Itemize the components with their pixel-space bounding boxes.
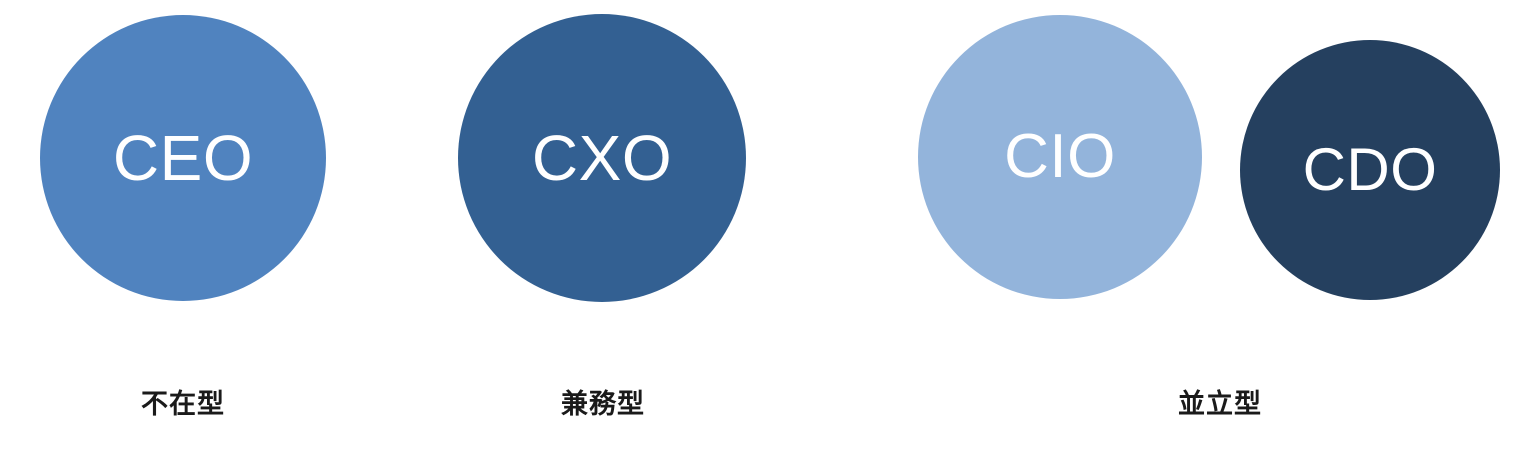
node-label-ceo: CEO bbox=[112, 122, 254, 194]
node-circle-cdo[interactable]: CDO bbox=[1240, 40, 1500, 300]
node-circle-cxo[interactable]: CXO bbox=[458, 14, 746, 302]
node-label-cxo: CXO bbox=[531, 122, 673, 194]
node-label-cio: CIO bbox=[1004, 122, 1116, 191]
node-circle-cio[interactable]: CIO bbox=[918, 15, 1202, 299]
node-label-cdo: CDO bbox=[1302, 136, 1438, 203]
caption-parallel-type: 並立型 bbox=[1178, 389, 1262, 419]
caption-dual-role-type: 兼務型 bbox=[561, 389, 645, 419]
node-circle-ceo[interactable]: CEO bbox=[40, 15, 326, 301]
caption-absent-type: 不在型 bbox=[141, 389, 225, 419]
